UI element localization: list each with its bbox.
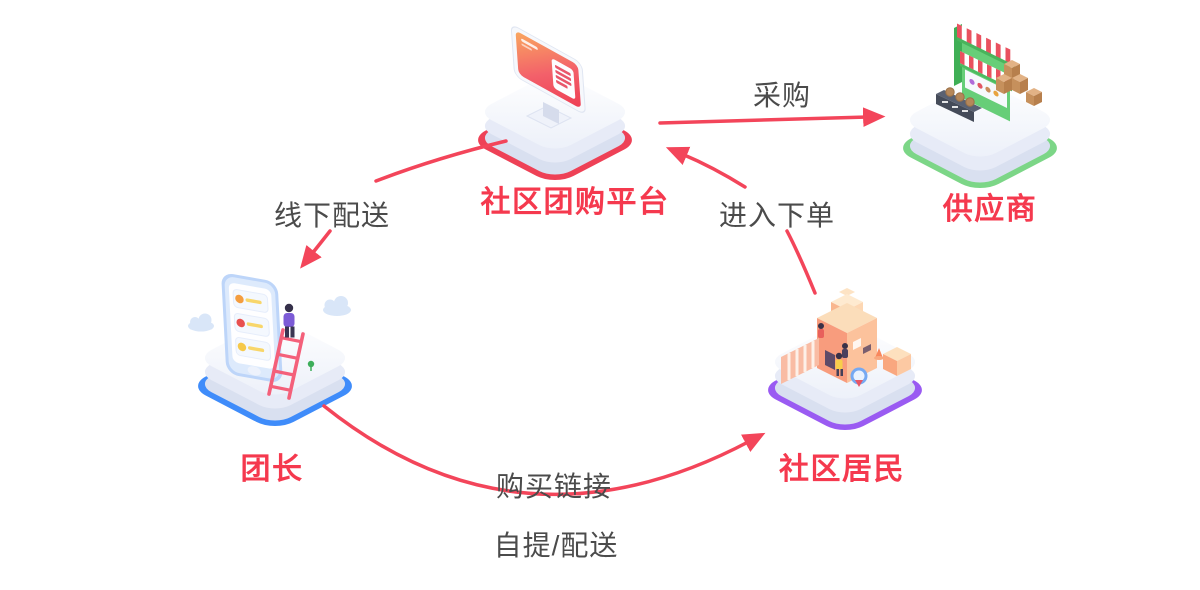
stairs-icon [781,338,819,384]
people-icons [818,323,848,376]
cloud-icon [188,296,351,332]
ladder-icon [267,328,305,400]
storefront-icon [903,23,1057,188]
pos-terminal-icon [478,26,632,180]
kiosk-icon [883,347,911,376]
node-platform-label: 社区团购平台 [480,186,670,219]
edge-label-offline-delivery: 线下配送 [273,200,391,231]
community-building-icon [768,288,922,430]
arrow-procurement [658,107,886,127]
badge-icon [850,367,868,387]
person-icon [283,303,295,338]
edge-label-place-order: 进入下单 [718,200,836,231]
smartphone-ladder-icon [188,273,352,426]
node-leader [165,246,385,436]
node-supplier [870,8,1090,198]
node-platform [445,0,665,190]
node-supplier-label: 供应商 [942,193,1038,226]
edge-label-purchase-link: 购买链接 [495,471,613,502]
edge-label-procurement: 采购 [752,80,812,111]
arrow-place-order-upper [665,146,747,189]
node-leader-label: 团长 [240,453,304,486]
edge-label-pickup-delivery: 自提/配送 [493,530,619,561]
node-residents-label: 社区居民 [779,453,905,486]
boxes-icon [996,60,1042,106]
node-residents [735,250,955,440]
tower-icon [817,288,877,383]
